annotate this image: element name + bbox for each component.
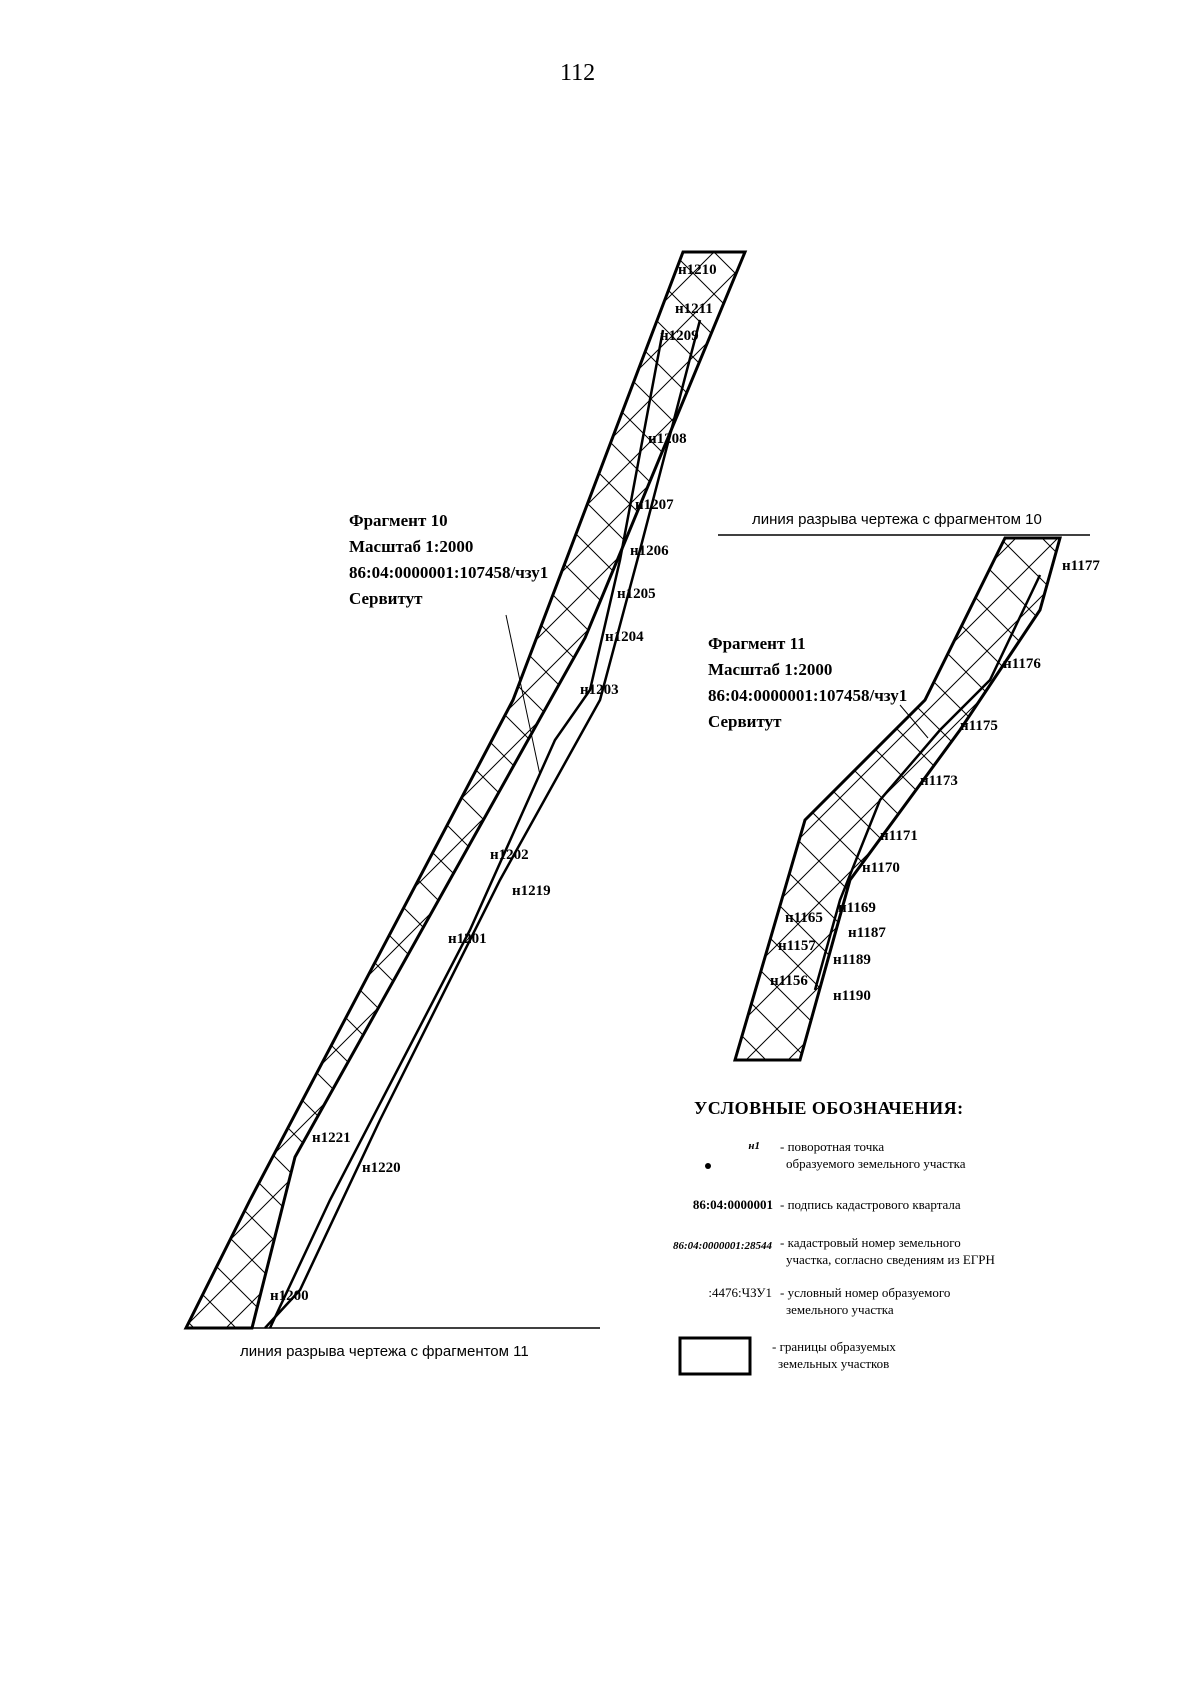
point-label: н1203 bbox=[580, 682, 619, 698]
fragment-type: Сервитут bbox=[349, 589, 423, 608]
point-label: н1209 bbox=[660, 328, 699, 344]
point-label: н1207 bbox=[635, 497, 674, 513]
fragment-type: Сервитут bbox=[708, 712, 782, 731]
fragment10-label: Фрагмент 10 Масштаб 1:2000 86:04:0000001… bbox=[349, 508, 548, 612]
point-label: н1156 bbox=[770, 973, 808, 989]
point-label: н1221 bbox=[312, 1130, 351, 1146]
point-label: н1210 bbox=[678, 262, 717, 278]
fragment-scale: Масштаб 1:2000 bbox=[349, 537, 474, 556]
legend-desc: - подпись кадастрового квартала bbox=[780, 1197, 961, 1212]
point-label: н1189 bbox=[833, 952, 871, 968]
break-line-bottom-label: линия разрыва чертежа с фрагментом 11 bbox=[240, 1343, 529, 1360]
point-label: н1219 bbox=[512, 883, 551, 899]
legend-key: н1 bbox=[748, 1140, 760, 1152]
fragment11-corridor bbox=[718, 534, 1090, 1062]
legend-desc: - границы образуемых bbox=[772, 1339, 896, 1354]
legend-key: :4476:ЧЗУ1 bbox=[708, 1285, 772, 1300]
leader-line-fragment11 bbox=[899, 704, 929, 739]
page-number: 112 bbox=[560, 60, 596, 86]
point-label: н1187 bbox=[848, 925, 886, 941]
point-label: н1211 bbox=[675, 301, 713, 317]
point-label: н1200 bbox=[270, 1288, 309, 1304]
point-label: н1205 bbox=[617, 586, 656, 602]
fragment11-label: Фрагмент 11 Масштаб 1:2000 86:04:0000001… bbox=[708, 631, 907, 735]
point-label: н1165 bbox=[785, 910, 823, 926]
legend-desc: - кадастровый номер земельного bbox=[780, 1235, 961, 1250]
point-label: н1175 bbox=[960, 718, 998, 734]
legend-item: 86:04:0000001:28544 - кадастровый номер … bbox=[673, 1234, 995, 1268]
legend-desc: - условный номер образуемого bbox=[780, 1285, 951, 1300]
legend-desc: земельных участков bbox=[778, 1356, 890, 1371]
legend-desc: участка, согласно сведениям из ЕГРН bbox=[786, 1252, 995, 1267]
point-label: н1206 bbox=[630, 543, 669, 559]
point-label: н1220 bbox=[362, 1160, 401, 1176]
break-line-top-label: линия разрыва чертежа с фрагментом 10 bbox=[752, 511, 1042, 528]
fragment-title: Фрагмент 10 bbox=[349, 511, 448, 530]
inner-boundary-1 bbox=[268, 329, 665, 1329]
fragment-scale: Масштаб 1:2000 bbox=[708, 660, 833, 679]
fragment-title: Фрагмент 11 bbox=[708, 634, 806, 653]
point-label: н1173 bbox=[920, 773, 958, 789]
legend-title: УСЛОВНЫЕ ОБОЗНАЧЕНИЯ: bbox=[694, 1098, 964, 1118]
legend-desc: земельного участка bbox=[786, 1302, 894, 1317]
legend-point-symbol bbox=[705, 1163, 711, 1169]
servitude-area-fragment10 bbox=[183, 250, 748, 1330]
point-label: н1204 bbox=[605, 629, 644, 645]
inner-boundary-2 bbox=[264, 319, 702, 1329]
legend-desc: - поворотная точка bbox=[780, 1139, 885, 1154]
legend-item: 86:04:0000001 - подпись кадастрового ква… bbox=[693, 1196, 961, 1213]
legend-item: - границы образуемых земельных участков bbox=[772, 1338, 896, 1372]
inner-boundary-3 bbox=[813, 574, 1042, 991]
point-label: н1190 bbox=[833, 988, 871, 1004]
servitude-area-fragment11 bbox=[733, 536, 1062, 1062]
point-label: н1176 bbox=[1003, 656, 1041, 672]
fragment10-corridor bbox=[183, 250, 748, 1330]
legend-key: 86:04:0000001:28544 bbox=[673, 1240, 772, 1252]
fragment-cadastral: 86:04:0000001:107458/чзу1 bbox=[349, 563, 549, 582]
point-label: н1171 bbox=[880, 828, 918, 844]
point-labels-fragment11: н1177 н1176 н1175 н1173 н1171 н1170 н116… bbox=[770, 558, 1100, 1004]
point-label: н1177 bbox=[1062, 558, 1100, 574]
legend-key: 86:04:0000001 bbox=[692, 1197, 773, 1212]
point-label: н1169 bbox=[838, 900, 876, 916]
legend-item: :4476:ЧЗУ1 - условный номер образуемого … bbox=[708, 1284, 951, 1318]
point-label: н1202 bbox=[490, 847, 529, 863]
point-label: н1170 bbox=[862, 860, 900, 876]
point-label: н1208 bbox=[648, 431, 687, 447]
fragment-cadastral: 86:04:0000001:107458/чзу1 bbox=[708, 686, 908, 705]
point-label: н1201 bbox=[448, 931, 487, 947]
point-label: н1157 bbox=[778, 938, 816, 954]
legend-item: н1 - поворотная точка образуемого земель… bbox=[748, 1138, 966, 1172]
leader-line-fragment10 bbox=[505, 614, 541, 776]
legend-desc: образуемого земельного участка bbox=[786, 1156, 966, 1171]
point-labels-fragment10: н1210 н1211 н1209 н1208 н1207 н1206 н120… bbox=[270, 262, 717, 1304]
legend-boundary-symbol bbox=[678, 1336, 752, 1376]
